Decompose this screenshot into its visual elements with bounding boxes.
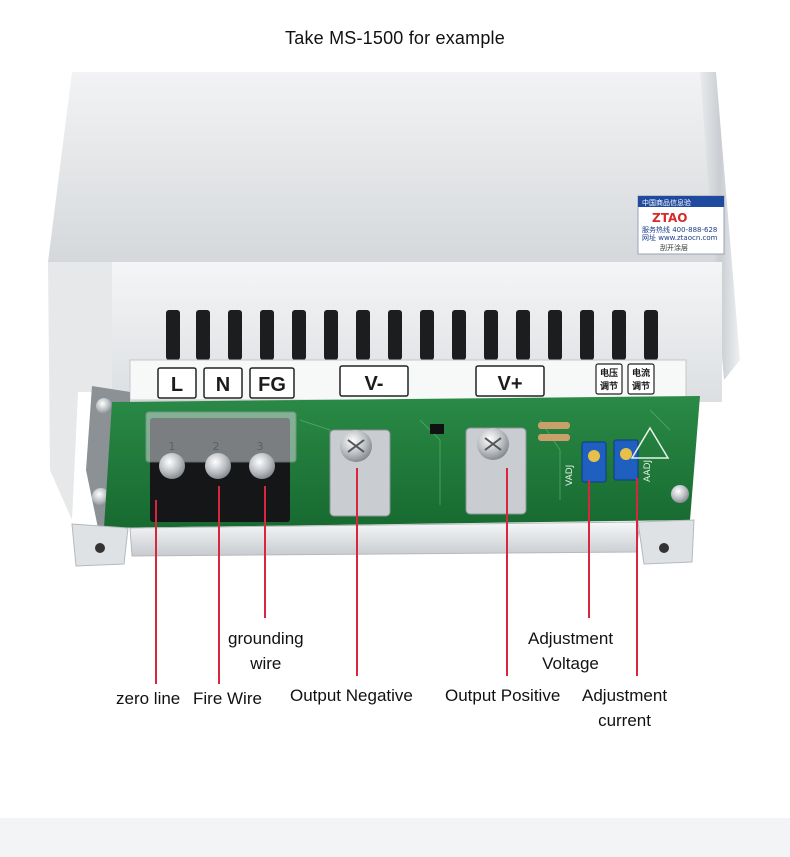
page-title: Take MS-1500 for example <box>285 28 505 48</box>
trimpot-icon <box>581 441 607 483</box>
callout-adjustment-current-line2: current <box>598 711 651 730</box>
warning-triangle-icon <box>630 426 670 459</box>
chassis-top <box>48 72 714 262</box>
current-adjust-cn-1: 电流 <box>632 367 650 379</box>
leader-fire-wire <box>218 486 220 684</box>
terminal-label-fg: FG <box>258 374 286 396</box>
leader-output-positive <box>506 468 508 676</box>
block-number-2: 2 <box>213 440 220 453</box>
right-foot <box>637 519 695 565</box>
block-number-3: 3 <box>257 440 264 453</box>
pcb-traces <box>299 409 671 505</box>
block-number-1: 1 <box>169 440 176 453</box>
leader-grounding-wire <box>264 486 266 618</box>
callout-output-positive: Output Positive <box>445 686 561 705</box>
tag-header: 中国商品信息验 <box>642 198 691 207</box>
callout-adjustment-voltage-line2: Voltage <box>542 654 599 673</box>
voltage-adjust-cn-1: 电压 <box>600 367 618 379</box>
leader-adjustment-current <box>636 478 638 676</box>
product-info-tag: 中国商品信息验 ZTAO 服务热线 400-888-628 网址 www.zta… <box>637 195 725 255</box>
pcb-mark-aadj: AADJ <box>643 460 653 482</box>
leader-output-negative <box>356 468 358 676</box>
leader-zero-line <box>155 500 157 684</box>
terminal-label-v-plus: V+ <box>497 373 522 395</box>
tag-footer: 刮开涂层 <box>660 243 688 252</box>
screw-icon <box>671 485 689 503</box>
screw-icon <box>96 398 112 414</box>
callout-fire-wire: Fire Wire <box>193 689 262 708</box>
screw-icon <box>159 453 185 479</box>
voltage-adjust-cn-2: 调节 <box>600 380 618 392</box>
callout-adjustment-current-line1: Adjustment <box>582 686 668 705</box>
terminal-label-l: L <box>171 374 183 396</box>
callout-zero-line: zero line <box>116 689 181 708</box>
bottom-band <box>0 818 790 857</box>
screw-icon <box>249 453 275 479</box>
terminal-labels: L N FG V- V+ 电压 调节 电流 调节 <box>157 363 655 399</box>
power-supply-illustration: 中国商品信息验 ZTAO 服务热线 400-888-628 网址 www.zta… <box>48 72 740 567</box>
screw-icon <box>205 453 231 479</box>
trimpot-icon <box>613 439 639 481</box>
callout-grounding-wire: grounding wire <box>228 626 304 676</box>
callout-adjustment-voltage: Adjustment Voltage <box>528 626 613 676</box>
screw-icon <box>92 488 110 506</box>
tag-line2: 网址 www.ztaocn.com <box>642 233 718 242</box>
leader-adjustment-voltage <box>588 480 590 618</box>
callout-output-negative: Output Negative <box>290 686 413 705</box>
callout-grounding-wire-line1: grounding <box>228 629 304 648</box>
current-adjust-cn-2: 调节 <box>632 380 650 392</box>
bottom-rail <box>129 521 641 557</box>
vent-slots <box>166 310 658 360</box>
input-terminal-block: 1 2 3 <box>145 411 297 522</box>
callout-adjustment-current: Adjustment current <box>582 683 667 733</box>
pcb-mark-vadj: VADJ <box>565 465 575 486</box>
chassis-left-side <box>48 262 112 520</box>
terminal-label-n: N <box>216 374 230 396</box>
tag-brand: ZTAO <box>652 211 687 225</box>
resistor <box>538 422 570 429</box>
terminal-label-v-minus: V- <box>365 373 384 395</box>
callout-adjustment-voltage-line1: Adjustment <box>528 629 614 648</box>
callout-grounding-wire-line2: wire <box>250 654 282 673</box>
tag-line1: 服务热线 400-888-628 <box>642 225 717 234</box>
resistor <box>538 434 570 441</box>
output-terminals <box>329 427 527 517</box>
pcb-chip <box>430 424 444 434</box>
